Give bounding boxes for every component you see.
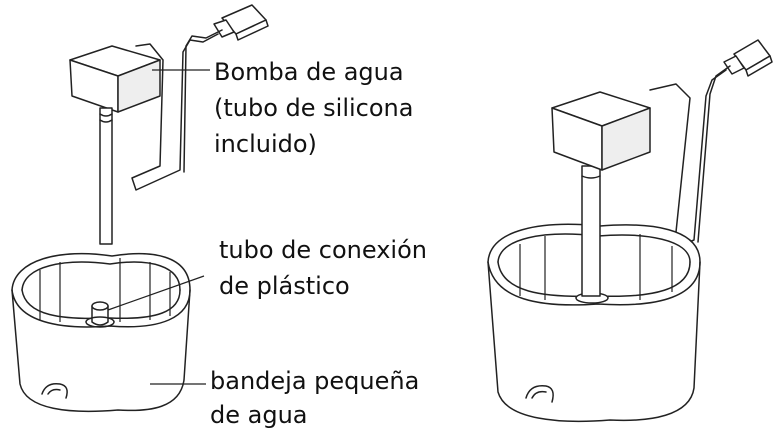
assembled-view (487, 39, 773, 423)
usb-plug-right (723, 39, 773, 77)
water-pump-right (551, 91, 651, 171)
power-cable-left (131, 33, 219, 191)
water-tray-left (11, 252, 191, 413)
water-pump-left (69, 45, 161, 113)
usb-plug-left (213, 4, 269, 41)
label-tray-line2: de agua (210, 401, 308, 429)
exploded-view (11, 4, 269, 413)
water-tray-right (487, 223, 701, 423)
label-pump-line2: (tubo de silicona (214, 94, 413, 122)
label-pump-line3: incluido) (214, 130, 317, 158)
silicone-tube-left (99, 107, 113, 245)
label-tray-line1: bandeja pequeña (210, 367, 419, 395)
label-pump-line1: Bomba de agua (214, 58, 404, 86)
silicone-tube-right (581, 165, 601, 297)
labels: Bomba de agua (tubo de silicona incluido… (210, 58, 427, 429)
label-connector-line2: de plástico (219, 272, 350, 300)
plastic-connector-tube (85, 301, 115, 328)
leader-connector (107, 275, 205, 311)
label-connector-line1: tubo de conexión (219, 236, 427, 264)
